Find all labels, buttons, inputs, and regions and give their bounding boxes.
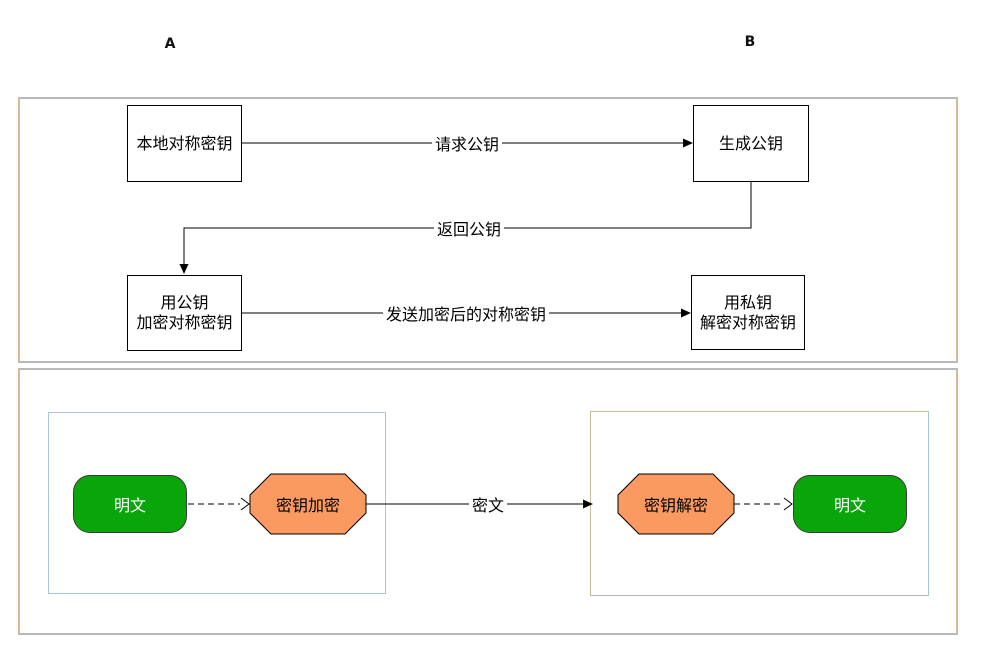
node-decrypt-symmetric-key: 用私钥 解密对称密钥: [691, 275, 805, 350]
node-local-symmetric-key-label: 本地对称密钥: [136, 133, 233, 153]
edge-return-public-key-label: 返回公钥: [433, 216, 505, 240]
plaintext-right-label: 明文: [833, 496, 866, 515]
sender-group: [48, 412, 386, 594]
encrypt-process-text: 密钥加密: [250, 474, 366, 534]
node-local-symmetric-key: 本地对称密钥: [127, 105, 242, 182]
node-encrypt-line1: 用公钥: [160, 293, 209, 312]
actor-a-label: A: [164, 36, 176, 52]
node-encrypt-symmetric-key: 用公钥 加密对称密钥: [127, 275, 242, 351]
node-encrypt-line2: 加密对称密钥: [136, 313, 233, 332]
key-exchange-section: [18, 97, 958, 363]
plaintext-left-label: 明文: [113, 496, 146, 515]
node-generate-public-key: 生成公钥: [693, 105, 809, 182]
decrypt-process-text: 密钥解密: [618, 474, 734, 534]
actor-b-label: B: [744, 34, 756, 50]
data-flow-section: [18, 368, 958, 635]
plaintext-right-node: 明文: [793, 475, 907, 533]
encrypt-process-label: 密钥加密: [275, 496, 340, 515]
node-decrypt-line1: 用私钥: [723, 292, 772, 312]
node-generate-public-key-label: 生成公钥: [718, 133, 783, 153]
decrypt-process-label: 密钥解密: [643, 496, 708, 515]
plaintext-left-node: 明文: [73, 475, 187, 533]
edge-send-encrypted-key-label: 发送加密后的对称密钥: [382, 301, 550, 325]
edge-request-public-key-label: 请求公钥: [431, 131, 503, 155]
edge-ciphertext-label: 密文: [468, 492, 508, 516]
node-decrypt-line2: 解密对称密钥: [699, 312, 796, 332]
